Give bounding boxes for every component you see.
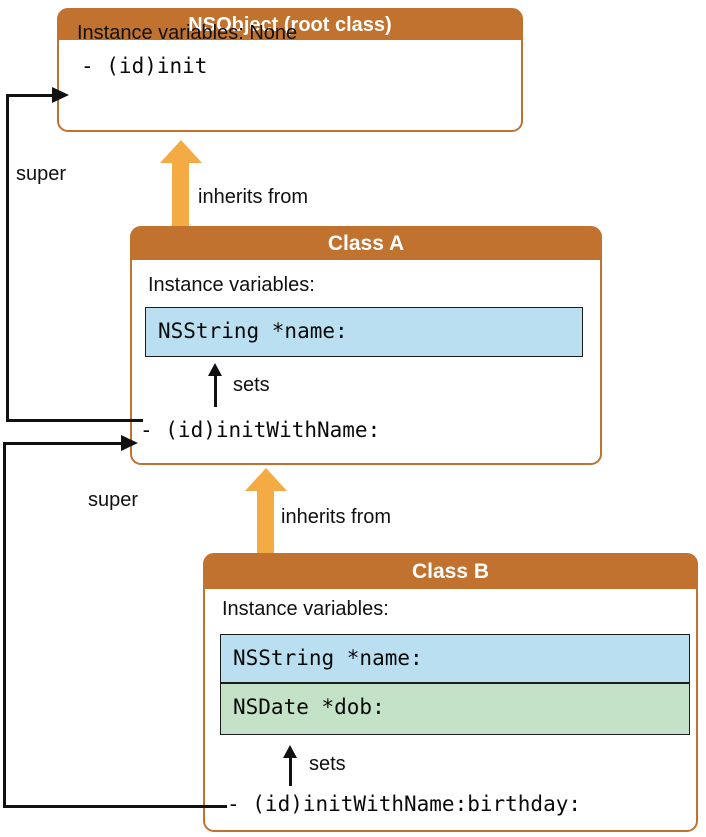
class-b-ivars-label: Instance variables:: [222, 598, 389, 620]
inherits-arrow-a-shaft: [172, 160, 189, 227]
super-line-a-vertical: [6, 94, 9, 422]
super-line-b-bottom: [3, 805, 227, 808]
inherits-from-label-a: inherits from: [198, 186, 309, 208]
nsobject-init-method: - (id)init: [81, 54, 208, 78]
sets-label-a: sets: [233, 374, 270, 396]
sets-arrow-b-head-icon: [283, 745, 297, 758]
class-b-init-method: - (id)initWithName:birthday:: [227, 792, 582, 816]
nsobject-header: NSObject (root class): [59, 10, 521, 40]
class-b-ivar-name-text: NSString *name:: [233, 646, 423, 670]
class-a-init-method: - (id)initWithName:: [140, 418, 381, 442]
inherits-arrow-b-shaft: [257, 488, 274, 553]
sets-arrow-a-line: [213, 374, 217, 407]
super-label-b: super: [88, 489, 139, 511]
nsobject-ivars-text: Instance variables: None: [77, 22, 298, 44]
inherits-from-label-b: inherits from: [281, 506, 392, 528]
super-line-a-bottom: [6, 419, 143, 422]
class-b-ivar-dob-box: NSDate *dob:: [220, 683, 690, 735]
class-a-box: Class A Instance variables: NSString *na…: [130, 226, 602, 465]
inherits-arrow-a-head-icon: [160, 140, 202, 163]
class-a-ivars-label: Instance variables:: [148, 274, 315, 296]
super-arrow-b-head-icon: [121, 435, 138, 451]
super-line-b-top: [3, 442, 121, 445]
sets-arrow-b-line: [288, 756, 292, 786]
class-b-ivar-dob-text: NSDate *dob:: [233, 695, 385, 719]
super-label-a: super: [16, 163, 67, 185]
class-b-header: Class B: [205, 555, 696, 589]
class-b-box: Class B Instance variables: NSString *na…: [203, 553, 698, 832]
class-a-ivar-name-box: NSString *name:: [145, 307, 583, 357]
sets-arrow-a-head-icon: [208, 363, 222, 376]
class-b-ivar-name-box: NSString *name:: [220, 634, 690, 683]
class-a-ivar-name-text: NSString *name:: [158, 319, 348, 343]
super-line-b-vertical: [3, 442, 6, 808]
super-line-a-top: [6, 94, 52, 97]
class-a-header: Class A: [132, 228, 600, 260]
sets-label-b: sets: [309, 753, 346, 775]
nsobject-class-box: NSObject (root class) Instance variables…: [57, 8, 523, 132]
inherits-arrow-b-head-icon: [245, 468, 287, 491]
super-arrow-a-head-icon: [52, 87, 69, 103]
